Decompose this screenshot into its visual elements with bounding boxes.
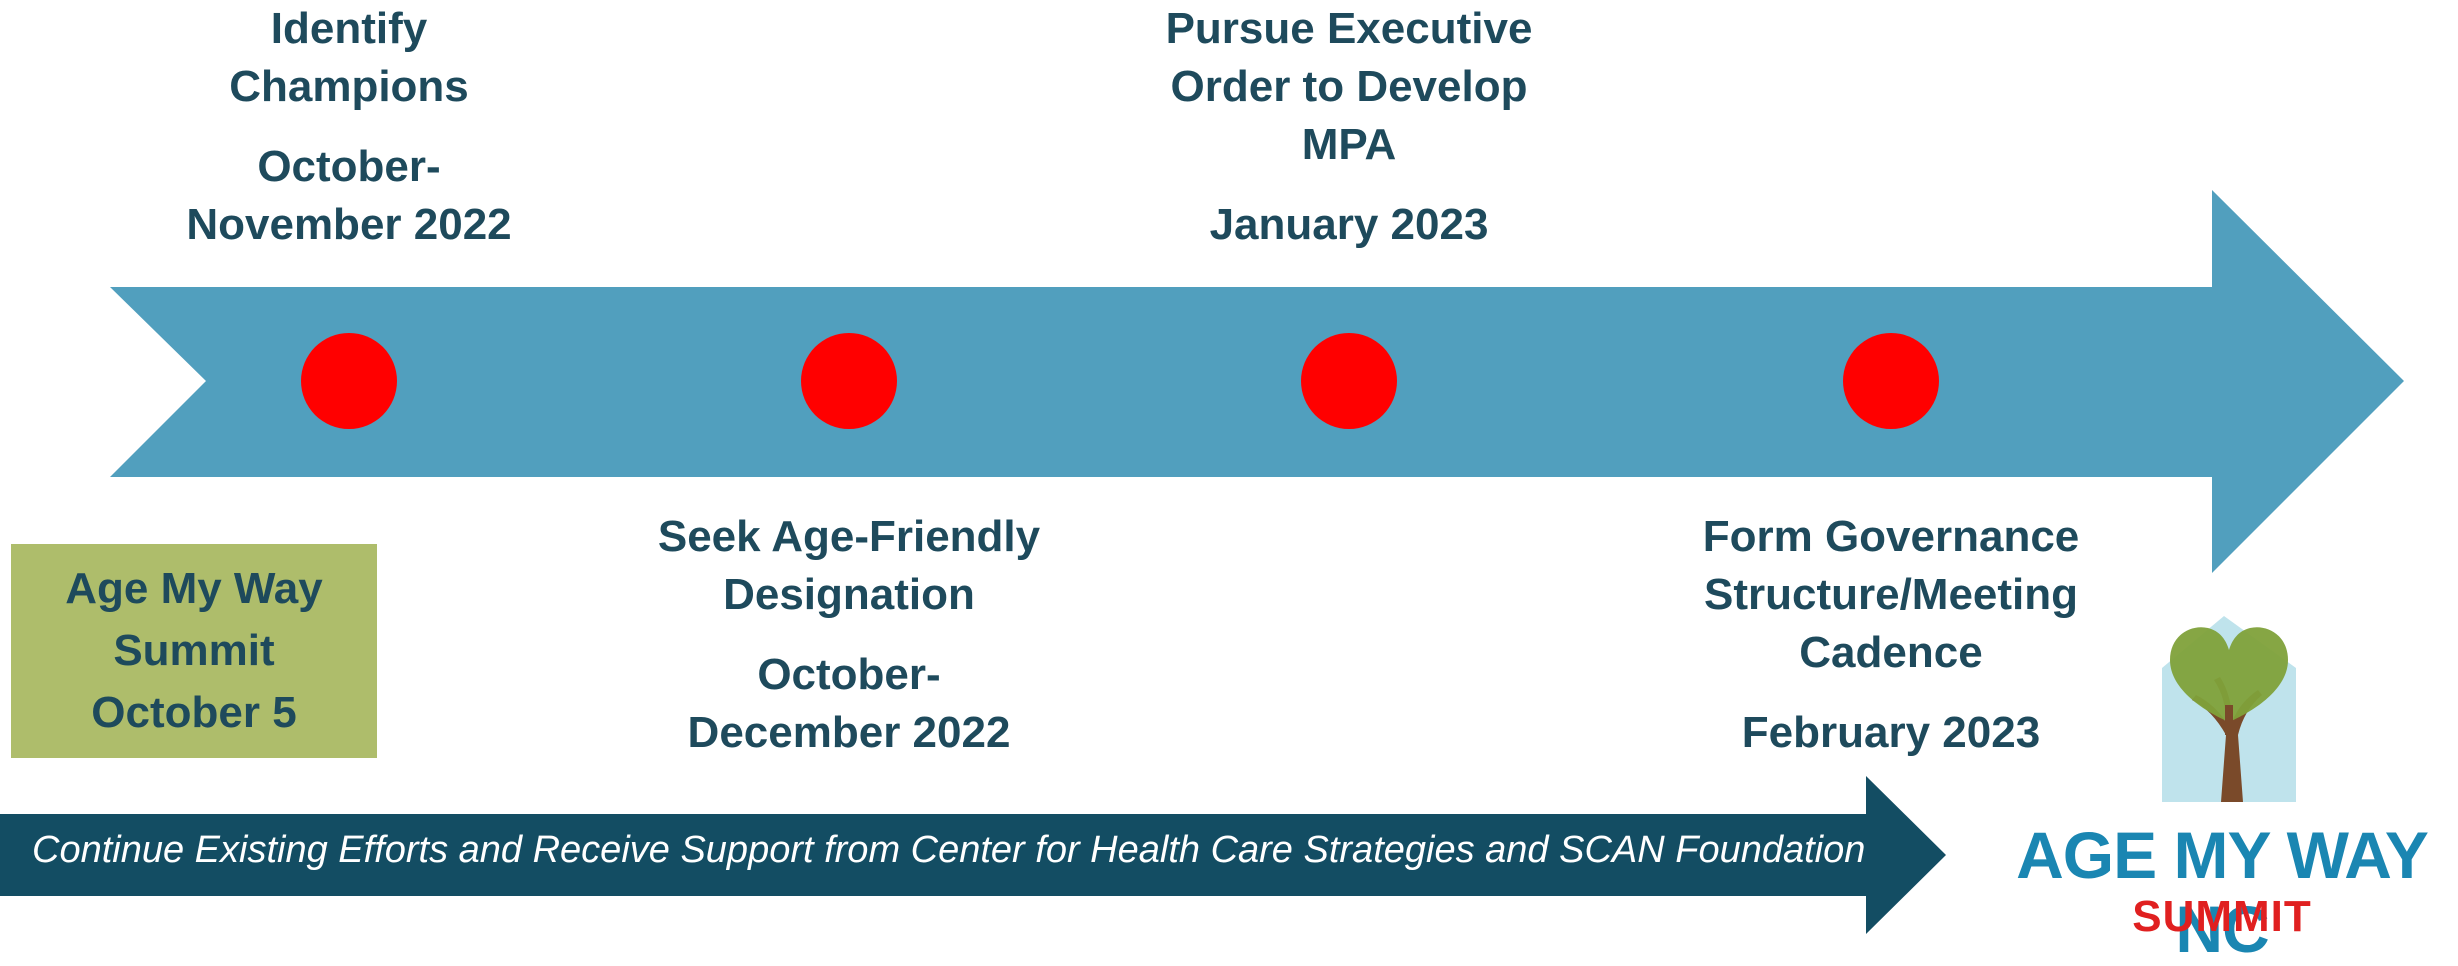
summit-box: Age My Way Summit October 5 bbox=[11, 544, 377, 758]
milestone-1-title: Identify Champions bbox=[129, 0, 569, 116]
milestone-2-date-line-1: October- bbox=[757, 650, 941, 699]
milestone-1-date-line-2: November 2022 bbox=[186, 200, 512, 249]
milestone-dot-4 bbox=[1843, 333, 1939, 429]
summit-box-line-2: Summit bbox=[113, 626, 275, 675]
milestone-2: Seek Age-Friendly Designation October- D… bbox=[579, 508, 1119, 762]
logo-subtitle: SUMMIT bbox=[2132, 892, 2312, 941]
milestone-4-date: February 2023 bbox=[1621, 704, 2161, 762]
summit-box-line-1: Age My Way bbox=[65, 564, 323, 613]
milestone-2-title-line-1: Seek Age-Friendly bbox=[657, 512, 1041, 561]
banner-arrow bbox=[0, 776, 1946, 934]
milestone-1-title-line-1: Identify bbox=[270, 4, 428, 53]
milestone-4-date-line-1: February 2023 bbox=[1741, 708, 2041, 757]
milestone-3-title: Pursue Executive Order to Develop MPA bbox=[1079, 0, 1619, 174]
milestone-4: Form Governance Structure/Meeting Cadenc… bbox=[1621, 508, 2161, 762]
milestone-4-title: Form Governance Structure/Meeting Cadenc… bbox=[1621, 508, 2161, 682]
milestone-2-date-line-2: December 2022 bbox=[687, 708, 1011, 757]
milestone-3-title-line-3: MPA bbox=[1301, 120, 1397, 169]
milestone-3-title-line-1: Pursue Executive bbox=[1165, 4, 1533, 53]
tree-heart-icon bbox=[2162, 616, 2296, 802]
milestone-3-date: January 2023 bbox=[1079, 196, 1619, 254]
logo-name: AGE MY WAY NC bbox=[2016, 818, 2429, 966]
milestone-dot-1 bbox=[301, 333, 397, 429]
timeline-arrow bbox=[110, 190, 2404, 573]
summit-box-line-3: October 5 bbox=[91, 688, 297, 737]
diagram-graphics bbox=[0, 190, 2404, 934]
milestone-1: Identify Champions October- November 202… bbox=[129, 0, 569, 254]
milestone-3: Pursue Executive Order to Develop MPA Ja… bbox=[1079, 0, 1619, 254]
milestone-1-title-line-2: Champions bbox=[229, 62, 469, 111]
milestone-2-date: October- December 2022 bbox=[579, 646, 1119, 762]
milestone-1-date: October- November 2022 bbox=[129, 138, 569, 254]
banner-text: Continue Existing Efforts and Receive Su… bbox=[32, 829, 1866, 871]
milestone-dot-3 bbox=[1301, 333, 1397, 429]
milestone-4-title-line-3: Cadence bbox=[1799, 628, 1983, 677]
milestone-1-date-line-1: October- bbox=[257, 142, 441, 191]
milestone-4-title-line-1: Form Governance bbox=[1702, 512, 2080, 561]
milestone-3-title-line-2: Order to Develop bbox=[1170, 62, 1528, 111]
milestone-4-title-line-2: Structure/Meeting bbox=[1703, 570, 2079, 619]
milestone-2-title-line-2: Designation bbox=[723, 570, 975, 619]
milestone-dot-2 bbox=[801, 333, 897, 429]
milestone-2-title: Seek Age-Friendly Designation bbox=[579, 508, 1119, 624]
milestone-3-date-line-1: January 2023 bbox=[1209, 200, 1489, 249]
